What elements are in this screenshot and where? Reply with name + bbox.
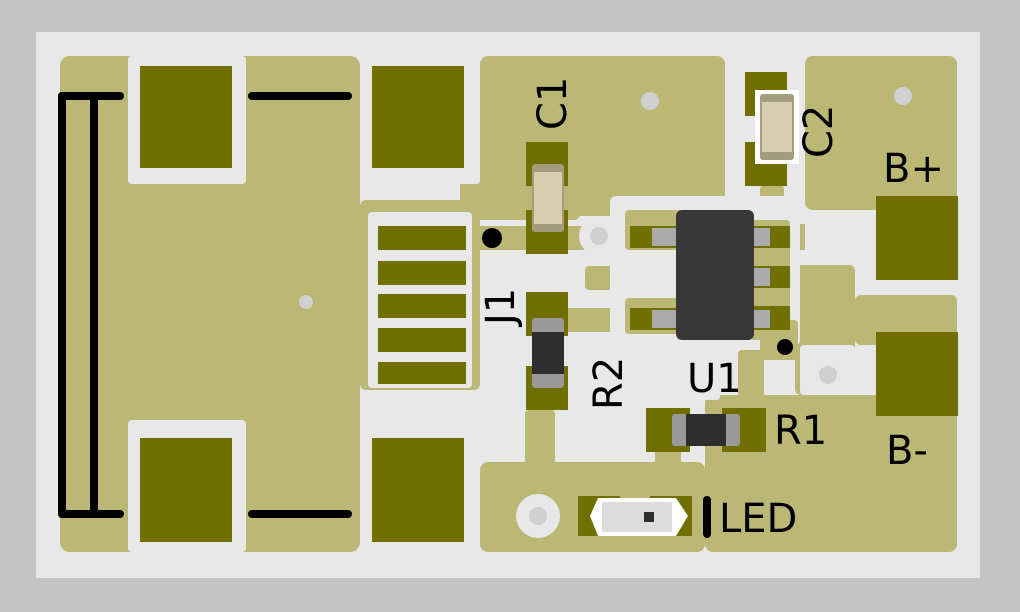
u1-package: [676, 210, 754, 340]
label-led: LED: [719, 496, 797, 542]
via-c1-hole: [590, 227, 608, 245]
trace-r1-led: [655, 440, 681, 510]
trace-r1-route: [738, 350, 764, 410]
clearance-bottom-mid: [580, 340, 720, 400]
label-bminus: B-: [886, 428, 928, 474]
label-r1: R1: [774, 408, 827, 454]
via-mid-right: [819, 366, 837, 384]
bplus-pad: [876, 196, 958, 280]
r1-body: [672, 414, 740, 446]
via-top-right: [894, 87, 912, 105]
j1-pin-2: [378, 261, 466, 285]
via-led-hole: [529, 507, 547, 525]
j1-shield-pad-1: [140, 66, 232, 168]
bminus-pad: [876, 332, 958, 416]
j1-shield-pad-2: [372, 66, 464, 168]
drills: [295, 87, 912, 538]
clearance-right-gap: [805, 218, 877, 258]
j1-shield-pad-4: [372, 438, 464, 542]
via-left: [295, 291, 317, 313]
j1-pin-5: [378, 362, 466, 384]
u1-pin-1: [652, 228, 678, 246]
r2-resistor-center: [532, 332, 564, 374]
led-body: [590, 498, 688, 536]
led-die: [644, 512, 654, 522]
led-lens: [602, 502, 672, 532]
trace-r2-led: [525, 410, 555, 470]
component-bodies: [532, 90, 799, 536]
c1-body: [532, 164, 564, 232]
c1-cap-center: [534, 172, 562, 224]
r2-body: [532, 318, 564, 388]
clearance-c1-gap: [500, 258, 580, 296]
j1-pin1-dot: [482, 228, 502, 248]
silk-dots: [482, 228, 793, 355]
c2-cap-center: [762, 102, 792, 152]
label-u1: U1: [687, 356, 742, 402]
label-bplus: B+: [883, 146, 944, 192]
u1-body: [652, 210, 770, 340]
u1-pin-3: [652, 310, 678, 328]
label-j1: J1: [478, 288, 524, 328]
label-r2: R2: [586, 357, 632, 410]
j1-pin-3: [378, 294, 466, 318]
silkscreen: [58, 92, 711, 538]
pour-top-right: [805, 56, 957, 210]
label-c2: C2: [796, 105, 842, 158]
via-top-center: [641, 92, 659, 110]
u1-pin1-dot: [777, 339, 793, 355]
c2-body: [755, 90, 799, 164]
r1-resistor-center: [686, 414, 726, 446]
j1-shield-pad-3: [140, 438, 232, 542]
j1-pin-1: [378, 226, 466, 250]
label-c1: C1: [530, 77, 576, 130]
pour-bottom-right: [705, 395, 957, 552]
j1-pin-4: [378, 328, 466, 352]
